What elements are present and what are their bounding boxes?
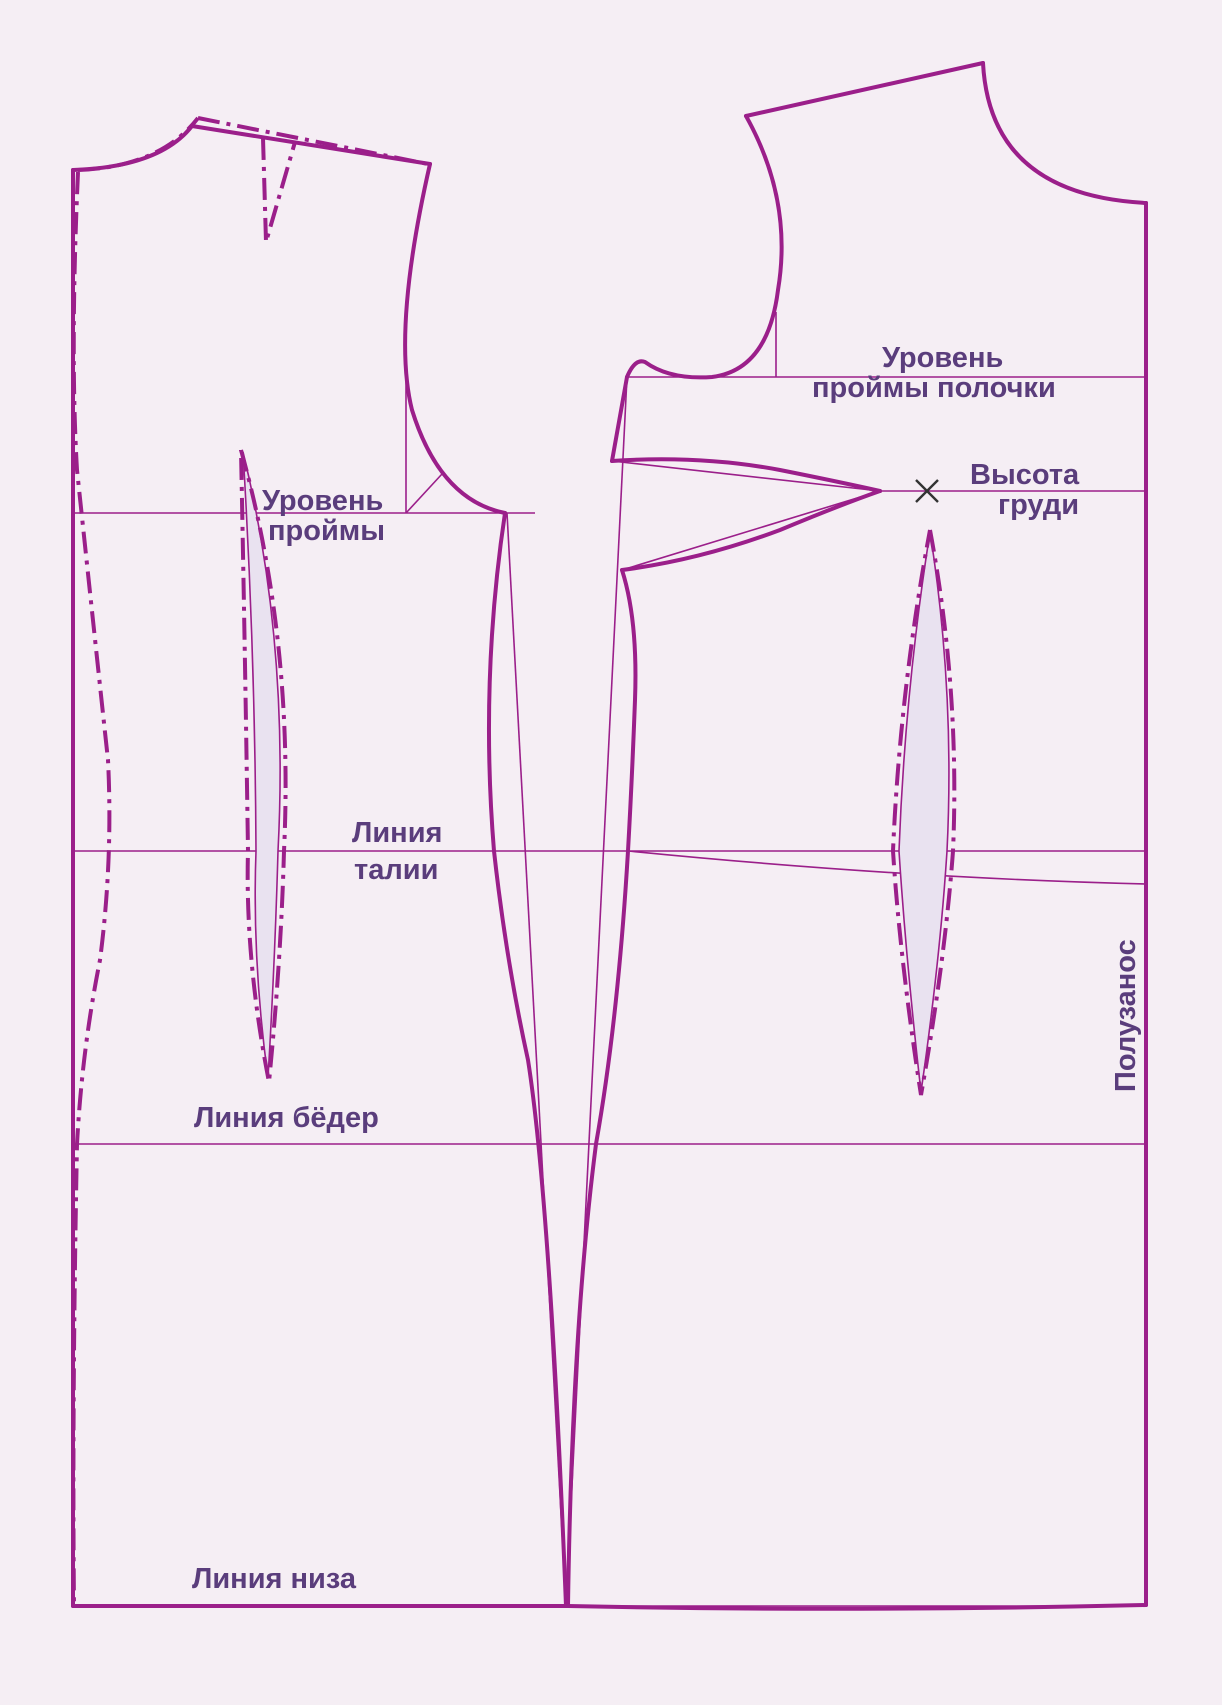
shoulder-dart-dashed: [261, 137, 297, 243]
front-side-upper: [610, 375, 629, 463]
bust-dart-lower-thin: [621, 490, 881, 571]
front-neckline: [981, 61, 1148, 205]
half-wrap-label: Полузанос: [1110, 939, 1142, 1092]
front-hem: [566, 1603, 1148, 1611]
back-side-seam: [486, 511, 568, 1608]
front-armhole-level-label-line2: проймы полочки: [812, 372, 1056, 404]
front-shoulder-line: [744, 61, 985, 118]
labels: Уровень проймы Уровень проймы полочки Вы…: [192, 342, 1142, 1595]
guide-lines: [72, 312, 1147, 1607]
bust-height-label-line1: Высота: [970, 459, 1080, 491]
front-side-seam: [566, 568, 638, 1608]
waist-line-label-line1: Линия: [352, 817, 442, 849]
armhole-level-label-line1: Уровень: [262, 485, 383, 517]
waist-line-label-line2: талии: [354, 854, 438, 886]
hem-line-label: Линия низа: [192, 1563, 357, 1595]
waist-darts: [242, 451, 950, 1093]
pattern-outline: [71, 61, 1148, 1611]
back-neckline: [71, 124, 194, 172]
front-waist-dart-dashed: [890, 529, 957, 1096]
back-waist-dart-dashed: [239, 449, 288, 1083]
front-armhole-level-label-line1: Уровень: [882, 342, 1003, 374]
dash-dot-lines: [71, 116, 957, 1607]
hip-line-label: Линия бёдер: [194, 1102, 379, 1134]
front-waist-curve: [627, 850, 1147, 885]
bust-dart-lower-leg: [620, 489, 882, 572]
back-center-dashed: [71, 171, 112, 1607]
bust-dart-upper-leg: [610, 457, 882, 493]
front-armhole: [625, 114, 784, 380]
bust-point-icon: [915, 479, 939, 503]
bust-dart-upper-thin: [611, 460, 881, 492]
bust-height-label-line2: груди: [998, 489, 1079, 521]
back-armhole: [403, 162, 507, 515]
back-shoulder-line: [190, 124, 432, 166]
back-armhole-diagonal: [405, 473, 443, 514]
armhole-level-label-line2: проймы: [268, 515, 385, 547]
